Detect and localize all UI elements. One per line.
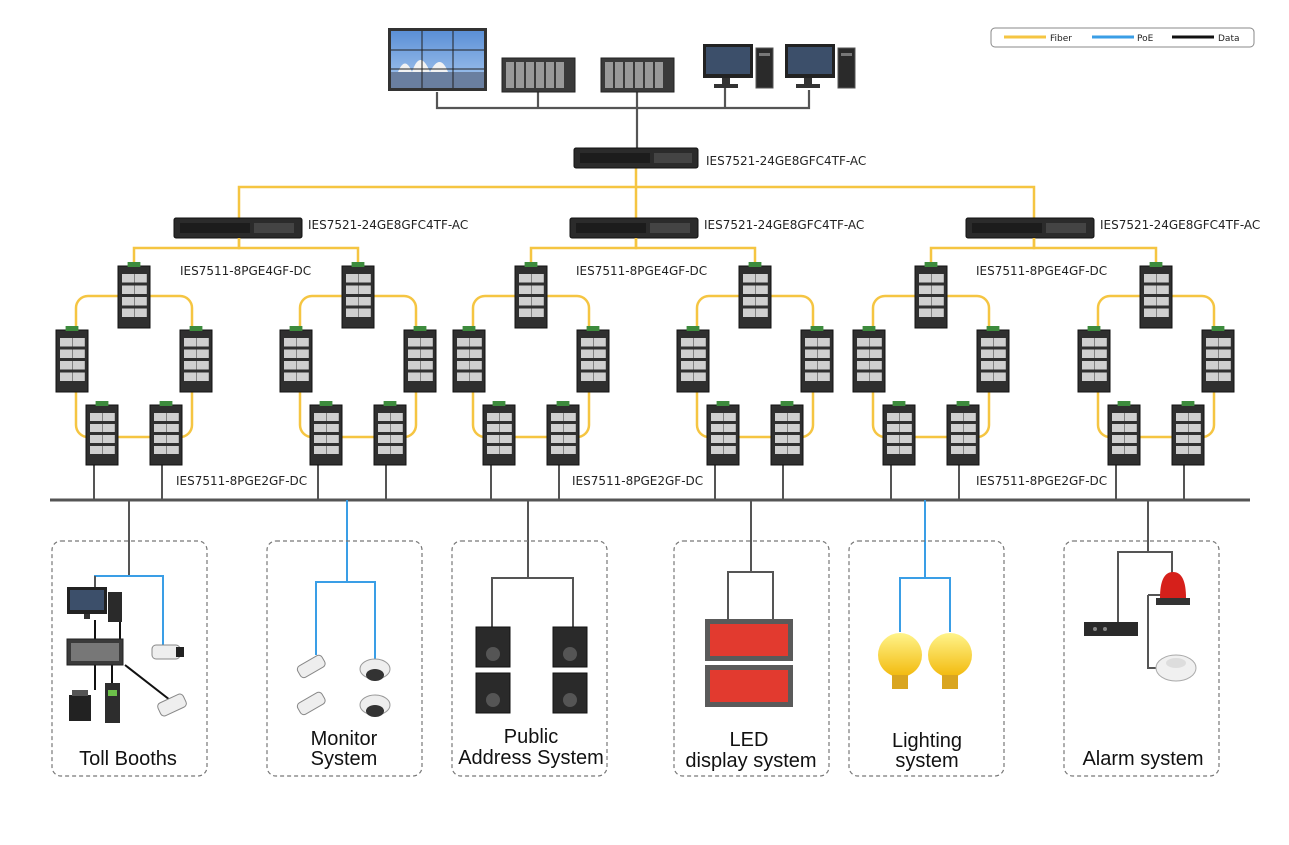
ring-top-switch-label: IES7511-8PGE4GF-DC	[180, 264, 311, 278]
ring-top-switch-label: IES7511-8PGE4GF-DC	[976, 264, 1107, 278]
subsystem-title: System	[311, 748, 378, 770]
industrial-switch-icon	[770, 401, 804, 466]
subsystem-led-display: LED display system	[673, 500, 830, 777]
subsystem-title: Monitor	[311, 728, 378, 750]
industrial-switch-icon	[341, 262, 375, 329]
ring-bottom-switch-label: IES7511-8PGE2GF-DC	[976, 474, 1107, 488]
industrial-switch-icon	[676, 326, 710, 393]
industrial-switch-icon	[309, 401, 343, 466]
subsystem-title: Alarm system	[1082, 748, 1203, 770]
subsystem-public-address: Public Address System	[451, 500, 608, 777]
nvr-server-icon	[66, 638, 124, 666]
subsystem-title: display system	[685, 750, 816, 772]
fiber-backbone	[237, 168, 1036, 218]
subsystem-title: Toll Booths	[79, 748, 177, 770]
led-panel-icon	[705, 619, 793, 661]
light-bulb-icon	[928, 633, 972, 689]
industrial-switch-icon	[914, 262, 948, 329]
aggregation-group-1: IES7521-24GE8GFC4TF-AC IES7511-8PGE4GF-D…	[173, 217, 468, 488]
workstation-icon	[703, 44, 774, 89]
industrial-switch-icon	[55, 326, 89, 393]
dome-camera-icon	[359, 658, 391, 681]
industrial-switch-icon	[1171, 401, 1205, 466]
industrial-switch-icon	[546, 401, 580, 466]
industrial-switch-icon	[117, 262, 151, 329]
industrial-switch-icon	[403, 326, 437, 393]
subsystem-toll-booths: Toll Booths	[51, 500, 208, 777]
ring-top-switch-label: IES7511-8PGE4GF-DC	[576, 264, 707, 278]
industrial-switch-icon	[1077, 326, 1111, 393]
aggregation-group-2: IES7521-24GE8GFC4TF-AC IES7511-8PGE4GF-D…	[569, 217, 864, 488]
dome-camera-icon	[359, 694, 391, 717]
bullet-camera-icon	[296, 654, 326, 679]
ring-networks	[55, 238, 1235, 500]
industrial-switch-icon	[1139, 262, 1173, 329]
ring-bottom-switch-label: IES7511-8PGE2GF-DC	[572, 474, 703, 488]
workstation-icon	[67, 587, 122, 622]
legend-poe-label: PoE	[1137, 34, 1154, 44]
subsystem-title: Lighting	[892, 730, 962, 752]
core-switch: IES7521-24GE8GFC4TF-AC	[573, 147, 866, 169]
legend-data-label: Data	[1218, 34, 1240, 44]
industrial-switch-icon	[1107, 401, 1141, 466]
light-bulb-icon	[878, 633, 922, 689]
strobe-siren-icon	[1156, 572, 1190, 605]
industrial-switch-icon	[800, 326, 834, 393]
card-reader-icon	[69, 690, 91, 721]
subsystem-title: system	[895, 750, 958, 772]
industrial-switch-icon	[179, 326, 213, 393]
industrial-switch-icon	[738, 262, 772, 329]
bullet-camera-icon	[296, 691, 326, 716]
subsystem-alarm: Alarm system	[1063, 500, 1220, 777]
control-center	[388, 28, 856, 150]
industrial-switch-icon	[149, 401, 183, 466]
subsystem-lighting: Lighting system	[848, 500, 1005, 777]
bullet-camera-icon	[151, 644, 184, 660]
industrial-switch-icon	[279, 326, 313, 393]
video-wall-icon	[388, 28, 487, 91]
industrial-switch-icon	[452, 326, 486, 393]
industrial-switch-icon	[946, 401, 980, 466]
industrial-switch-icon	[882, 401, 916, 466]
industrial-switch-icon	[706, 401, 740, 466]
aggregation-group-3: IES7521-24GE8GFC4TF-AC IES7511-8PGE4GF-D…	[965, 217, 1260, 488]
subsystem-title: Address System	[458, 747, 604, 769]
legend: Fiber PoE Data	[990, 27, 1255, 48]
barrier-gate-icon	[105, 683, 120, 723]
industrial-switch-icon	[852, 326, 886, 393]
legend-fiber-label: Fiber	[1050, 34, 1072, 44]
smoke-detector-icon	[1155, 654, 1197, 682]
industrial-switch-icon	[976, 326, 1010, 393]
subsystem-monitor: Monitor System	[266, 500, 423, 777]
alarm-controller-icon	[1084, 622, 1138, 636]
nvr-server-icon	[600, 57, 675, 93]
industrial-switch-icon	[514, 262, 548, 329]
agg-switch-label: IES7521-24GE8GFC4TF-AC	[704, 218, 864, 232]
industrial-switch-icon	[482, 401, 516, 466]
industrial-switch-icon	[576, 326, 610, 393]
agg-switch-label: IES7521-24GE8GFC4TF-AC	[308, 218, 468, 232]
subsystem-title: Public	[504, 726, 558, 748]
subsystem-title: LED	[730, 729, 769, 751]
workstation-icon	[785, 44, 856, 89]
core-switch-label: IES7521-24GE8GFC4TF-AC	[706, 154, 866, 168]
bullet-camera-icon	[157, 693, 187, 717]
ring-bottom-switch-label: IES7511-8PGE2GF-DC	[176, 474, 307, 488]
led-panel-icon	[705, 665, 793, 707]
nvr-server-icon	[501, 57, 576, 93]
industrial-switch-icon	[1201, 326, 1235, 393]
industrial-switch-icon	[373, 401, 407, 466]
industrial-switch-icon	[85, 401, 119, 466]
agg-switch-label: IES7521-24GE8GFC4TF-AC	[1100, 218, 1260, 232]
